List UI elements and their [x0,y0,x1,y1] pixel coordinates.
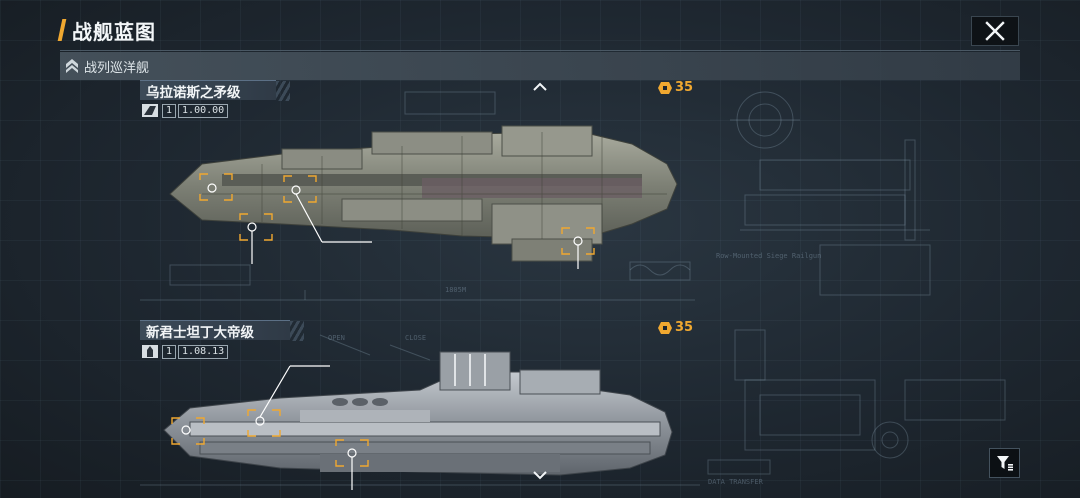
open-label: OPEN [328,334,345,342]
ship-name-bar: 乌拉诺斯之矛级 [140,80,290,101]
close-label: CLOSE [405,334,426,342]
cost-value: 35 [675,80,694,95]
ship-class-icon [142,345,158,358]
scroll-up-icon[interactable] [532,82,548,92]
filter-icon [996,456,1013,471]
stat-value: 1.08.13 [178,344,229,359]
ship-blueprint-image [169,125,678,269]
ship-stats: 1 1.00.00 [142,103,229,118]
ship-class-icon [142,104,158,117]
category-bar: 战列巡洋舰 [60,52,1020,80]
filter-button[interactable] [989,448,1020,478]
stat-level: 1 [162,344,177,359]
ship-stats: 1 1.08.13 [142,344,229,359]
cost-value: 35 [675,320,694,335]
page-title: 战舰蓝图 [72,19,156,44]
category-label: 战列巡洋舰 [84,60,150,76]
ship-name-bar: 新君士坦丁大帝级 [140,320,304,341]
close-icon [985,21,1005,41]
stat-value: 1.00.00 [178,103,229,118]
stat-level: 1 [162,103,177,118]
cost-badge: 35 [658,320,693,335]
ship-card[interactable]: 乌拉诺斯之矛级 1 1.00.00 35 [140,80,700,300]
ship-name: 新君士坦丁大帝级 [146,324,254,341]
length-label: 1805M [445,286,466,294]
railgun-label: Row-Mounted Siege Railgun [716,252,821,260]
ship-card[interactable]: 新君士坦丁大帝级 1 1.08.13 35 [140,320,700,498]
data-transfer-label: DATA TRANSFER [708,478,764,486]
ship-name: 乌拉诺斯之矛级 [146,84,241,101]
header-divider [60,50,1020,51]
scroll-down-icon[interactable] [532,470,548,480]
blueprint-token-icon [658,81,672,94]
close-button[interactable] [971,16,1019,46]
ship-blueprint-image [163,351,673,490]
title-area: 战舰蓝图 [57,16,156,44]
cost-badge: 35 [658,80,693,95]
rank-chevron-icon [66,59,78,73]
blueprint-token-icon [658,321,672,334]
